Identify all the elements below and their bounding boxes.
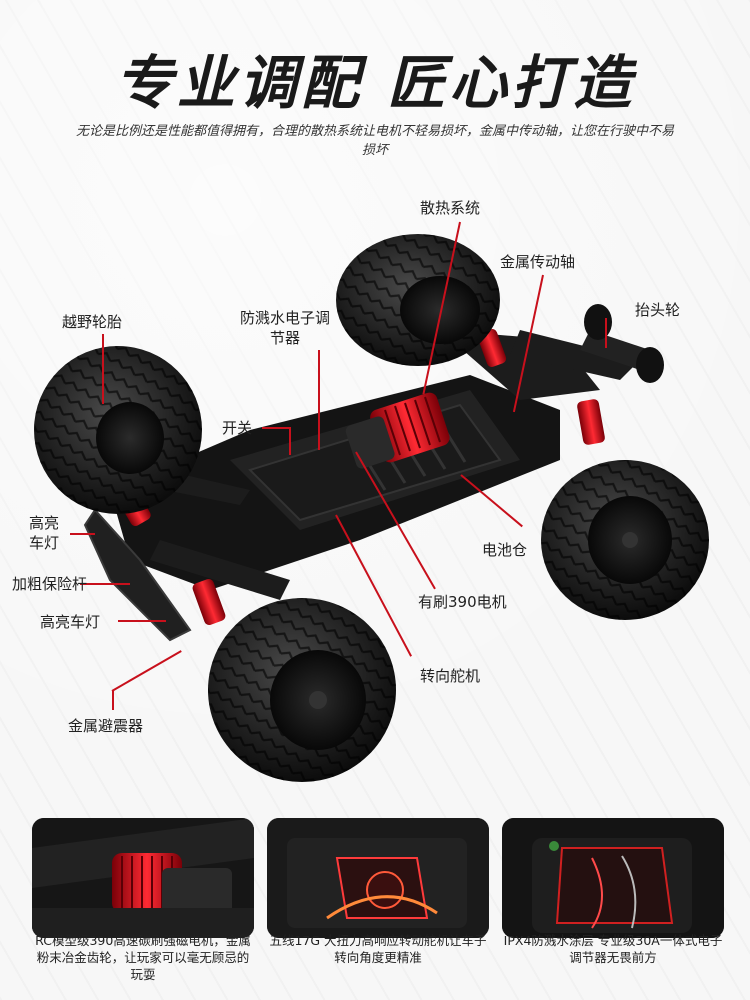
detail-panel-motor bbox=[32, 818, 254, 938]
page-subtitle: 无论是比例还是性能都值得拥有，合理的散热系统让电机不轻易损坏，金属中传动轴，让您… bbox=[75, 124, 674, 158]
servo-closeup-image bbox=[267, 818, 489, 938]
esc-closeup-image bbox=[502, 818, 724, 938]
leader-headlight-2 bbox=[118, 620, 166, 622]
label-offroad-tire: 越野轮胎 bbox=[62, 313, 123, 331]
leader-offroad-tire bbox=[102, 334, 104, 404]
tire-rear-left bbox=[336, 234, 500, 366]
tire-front-left bbox=[34, 346, 202, 514]
label-headlight-1: 高亮车灯 bbox=[28, 514, 59, 552]
detail-panel-esc bbox=[502, 818, 724, 938]
leader-esc bbox=[318, 350, 320, 450]
label-shock: 金属避震器 bbox=[68, 717, 144, 735]
label-servo: 转向舵机 bbox=[420, 667, 481, 685]
detail-panel-servo bbox=[267, 818, 489, 938]
leader-switch-h bbox=[262, 427, 290, 429]
label-headlight-2: 高亮车灯 bbox=[40, 613, 101, 631]
motor-closeup-image bbox=[32, 818, 254, 938]
tire-rear-right bbox=[541, 460, 709, 620]
label-cooling-system: 散热系统 bbox=[420, 199, 481, 217]
rc-car-illustration bbox=[34, 234, 709, 782]
label-waterproof-esc: 防溅水电子调节器 bbox=[239, 309, 330, 347]
page-title: 专业调配 匠心打造 bbox=[114, 49, 636, 117]
leader-wheelie-bar bbox=[605, 318, 607, 348]
tire-front-right bbox=[208, 598, 396, 782]
leader-switch-v bbox=[289, 427, 291, 455]
label-battery: 电池仓 bbox=[482, 541, 528, 559]
label-switch: 开关 bbox=[222, 419, 253, 437]
label-wheelie-bar: 抬头轮 bbox=[635, 301, 681, 319]
label-motor: 有刷390电机 bbox=[418, 593, 507, 611]
caption-servo: 五线17G 大扭力高响应转动舵机让车子转向角度更精准 bbox=[269, 933, 487, 965]
caption-motor: RC模型级390高速碳刷强磁电机，金属粉末冶金齿轮，让玩家可以毫无顾忌的玩耍 bbox=[35, 933, 251, 982]
label-metal-shaft: 金属传动轴 bbox=[500, 253, 576, 271]
leader-headlight-1 bbox=[70, 533, 95, 535]
caption-esc: IPX4防溅水涂层 专业级30A一体式电子调节器无畏前方 bbox=[503, 933, 723, 965]
leader-bumper bbox=[80, 583, 130, 585]
leader-shock-v bbox=[112, 690, 114, 710]
label-bumper: 加粗保险杆 bbox=[12, 575, 88, 593]
